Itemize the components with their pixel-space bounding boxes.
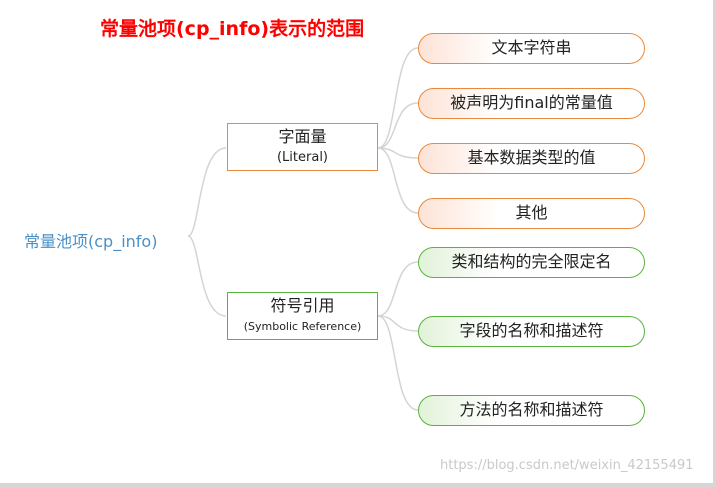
diagram-title: 常量池项(cp_info)表示的范围	[100, 18, 365, 40]
leaf-node: 方法的名称和描述符	[418, 395, 645, 426]
connector-literal-leaf-3	[377, 147, 419, 159]
branch-sublabel: (Literal)	[276, 150, 329, 165]
connector-literal-leaf-4	[377, 147, 419, 214]
leaf-node: 文本字符串	[418, 33, 645, 64]
leaf-node: 类和结构的完全限定名	[418, 247, 645, 278]
branch-node-literal: 字面量 (Literal)	[227, 123, 378, 171]
leaf-node: 字段的名称和描述符	[418, 316, 645, 347]
leaf-node: 基本数据类型的值	[418, 143, 645, 174]
connector-symbolic-leaf-2	[377, 315, 419, 332]
branch-label: 符号引用	[270, 296, 335, 315]
branch-label: 字面量	[278, 127, 327, 146]
connector-literal-leaf-1	[377, 47, 419, 149]
connector-root-literal	[187, 147, 227, 237]
watermark-text: https://blog.csdn.net/weixin_42155491	[440, 458, 694, 473]
connector-literal-leaf-2	[377, 102, 419, 149]
leaf-node: 被声明为final的常量值	[418, 88, 645, 119]
branch-node-symbolic: 符号引用 (Symbolic Reference)	[227, 292, 378, 340]
frame-border-bottom	[0, 483, 716, 487]
root-node: 常量池项(cp_info)	[24, 232, 158, 251]
frame-border-right	[713, 0, 716, 487]
connector-symbolic-leaf-1	[377, 261, 419, 317]
connector-root-symbolic	[187, 235, 227, 317]
leaf-node: 其他	[418, 198, 645, 229]
connector-symbolic-leaf-3	[377, 315, 419, 411]
branch-sublabel: (Symbolic Reference)	[243, 320, 362, 333]
